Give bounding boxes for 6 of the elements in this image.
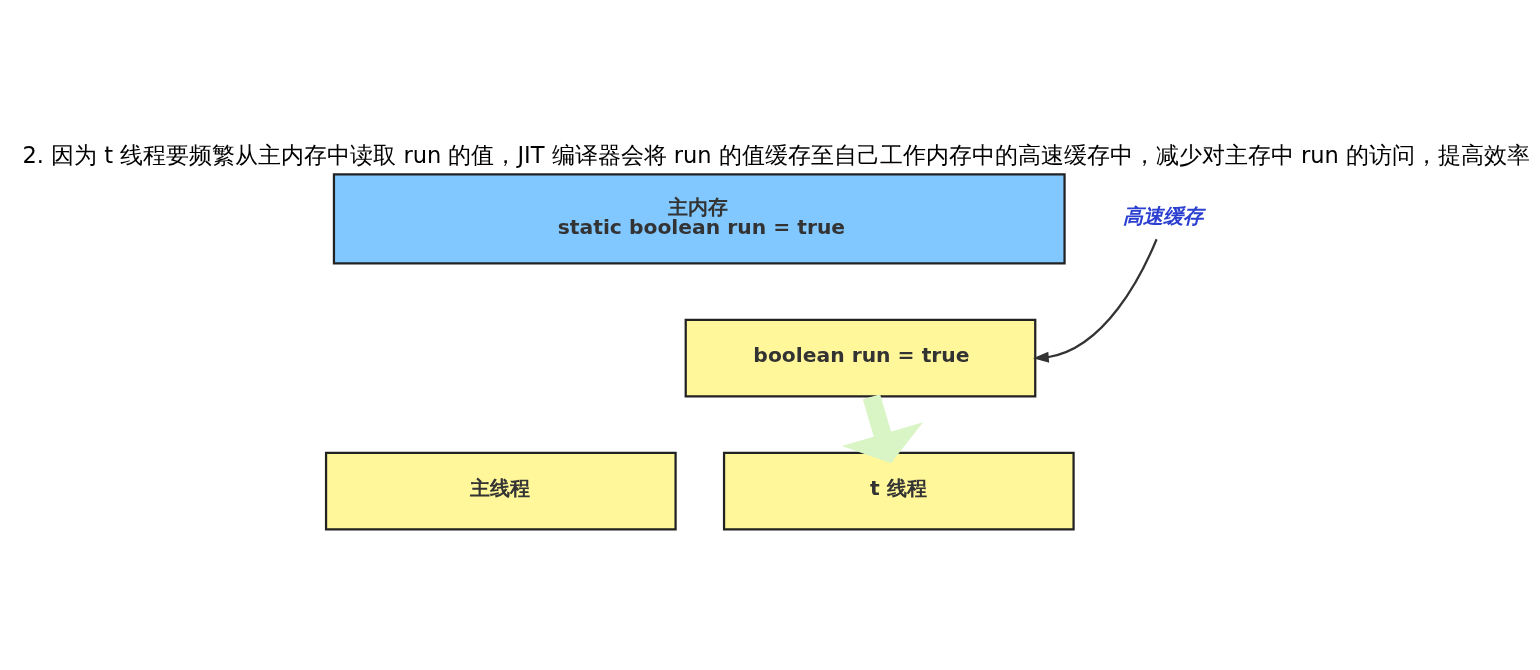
node-box: boolean run = true: [684, 318, 1037, 398]
node-box: 主线程: [324, 451, 677, 531]
node-box: 主内存 static boolean run = true: [332, 173, 1066, 265]
diagram-title: 2. 因为 t 线程要频繁从主内存中读取 run 的值，JIT 编译器会将 run 的值缓存至自己工作内存中的高速缓存中，减少对主存中 run 的访问，提高效率: [22, 142, 1530, 169]
node-box: t 线程: [722, 451, 1075, 531]
arrow: [1032, 238, 1158, 363]
